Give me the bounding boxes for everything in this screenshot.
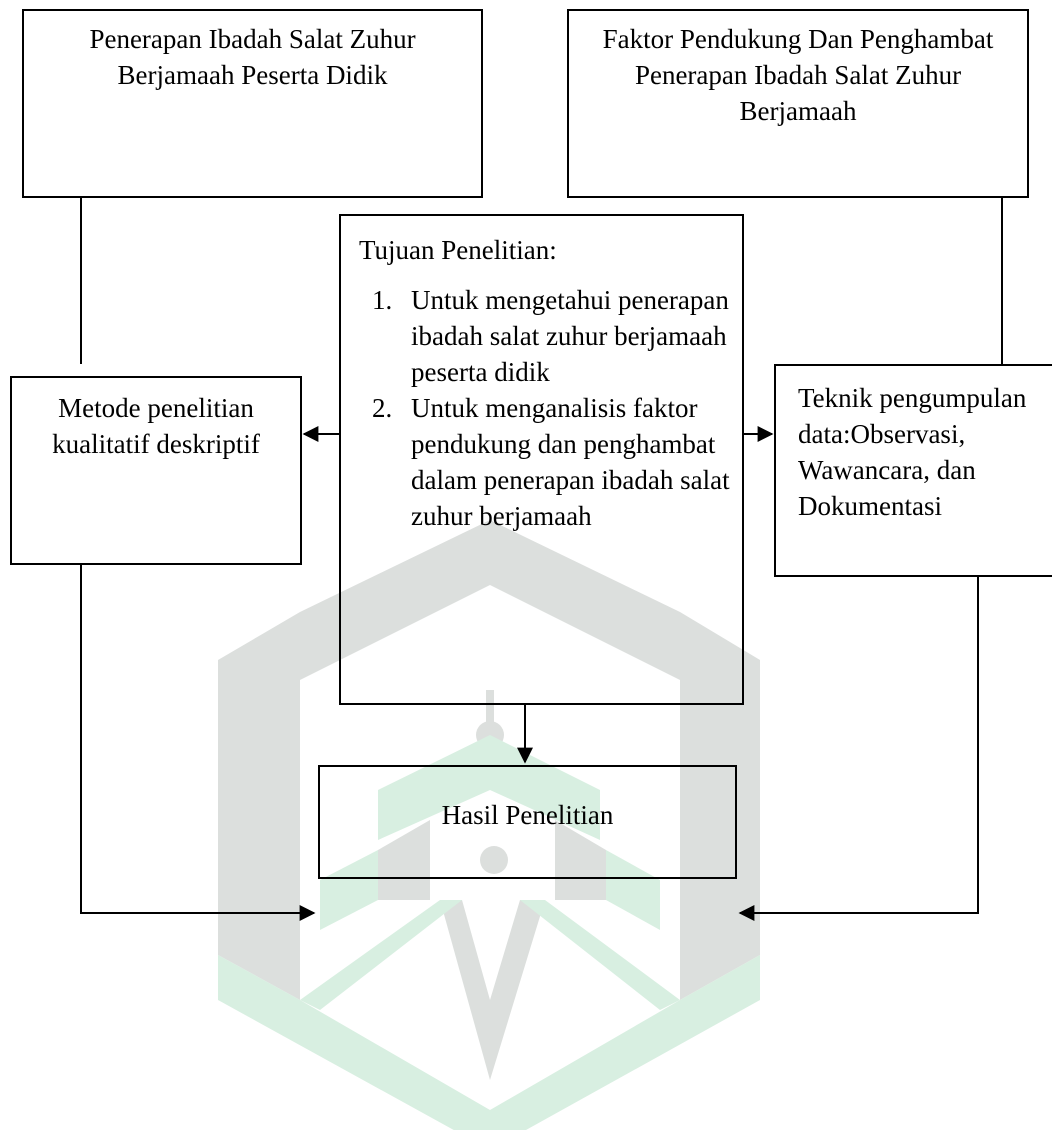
box-teknik-pengumpulan: Teknik pengumpulan data:Observasi, Wawan… (774, 364, 1052, 577)
box-penerapan-ibadah: Penerapan Ibadah Salat Zuhur Berjamaah P… (22, 9, 483, 198)
watermark-dark-shape (218, 520, 760, 1080)
box-hasil-text: Hasil Penelitian (441, 800, 614, 830)
tujuan-item: Untuk mengetahui penerapan ibadah salat … (399, 282, 732, 390)
tujuan-list: Untuk mengetahui penerapan ibadah salat … (359, 282, 732, 534)
box-penerapan-text: Penerapan Ibadah Salat Zuhur Berjamaah P… (89, 24, 416, 90)
tujuan-item: Untuk menganalisis faktor pendukung dan … (399, 390, 732, 534)
box-metode-penelitian: Metode penelitian kualitatif deskriptif (10, 376, 302, 565)
box-hasil-penelitian: Hasil Penelitian (318, 765, 737, 879)
box-metode-text: Metode penelitian kualitatif deskriptif (52, 393, 260, 459)
box-faktor-text: Faktor Pendukung Dan Penghambat Penerapa… (602, 24, 994, 126)
box-tujuan-penelitian: Tujuan Penelitian: Untuk mengetahui pene… (339, 214, 744, 705)
watermark-green-shape (218, 735, 760, 1130)
box-teknik-text: Teknik pengumpulan data:Observasi, Wawan… (798, 383, 1027, 521)
arrow-teknik-to-hasil (738, 577, 979, 921)
box-faktor-pendukung: Faktor Pendukung Dan Penghambat Penerapa… (567, 9, 1029, 198)
tujuan-heading: Tujuan Penelitian: (359, 235, 557, 265)
arrow-metode-to-hasil (80, 565, 316, 921)
